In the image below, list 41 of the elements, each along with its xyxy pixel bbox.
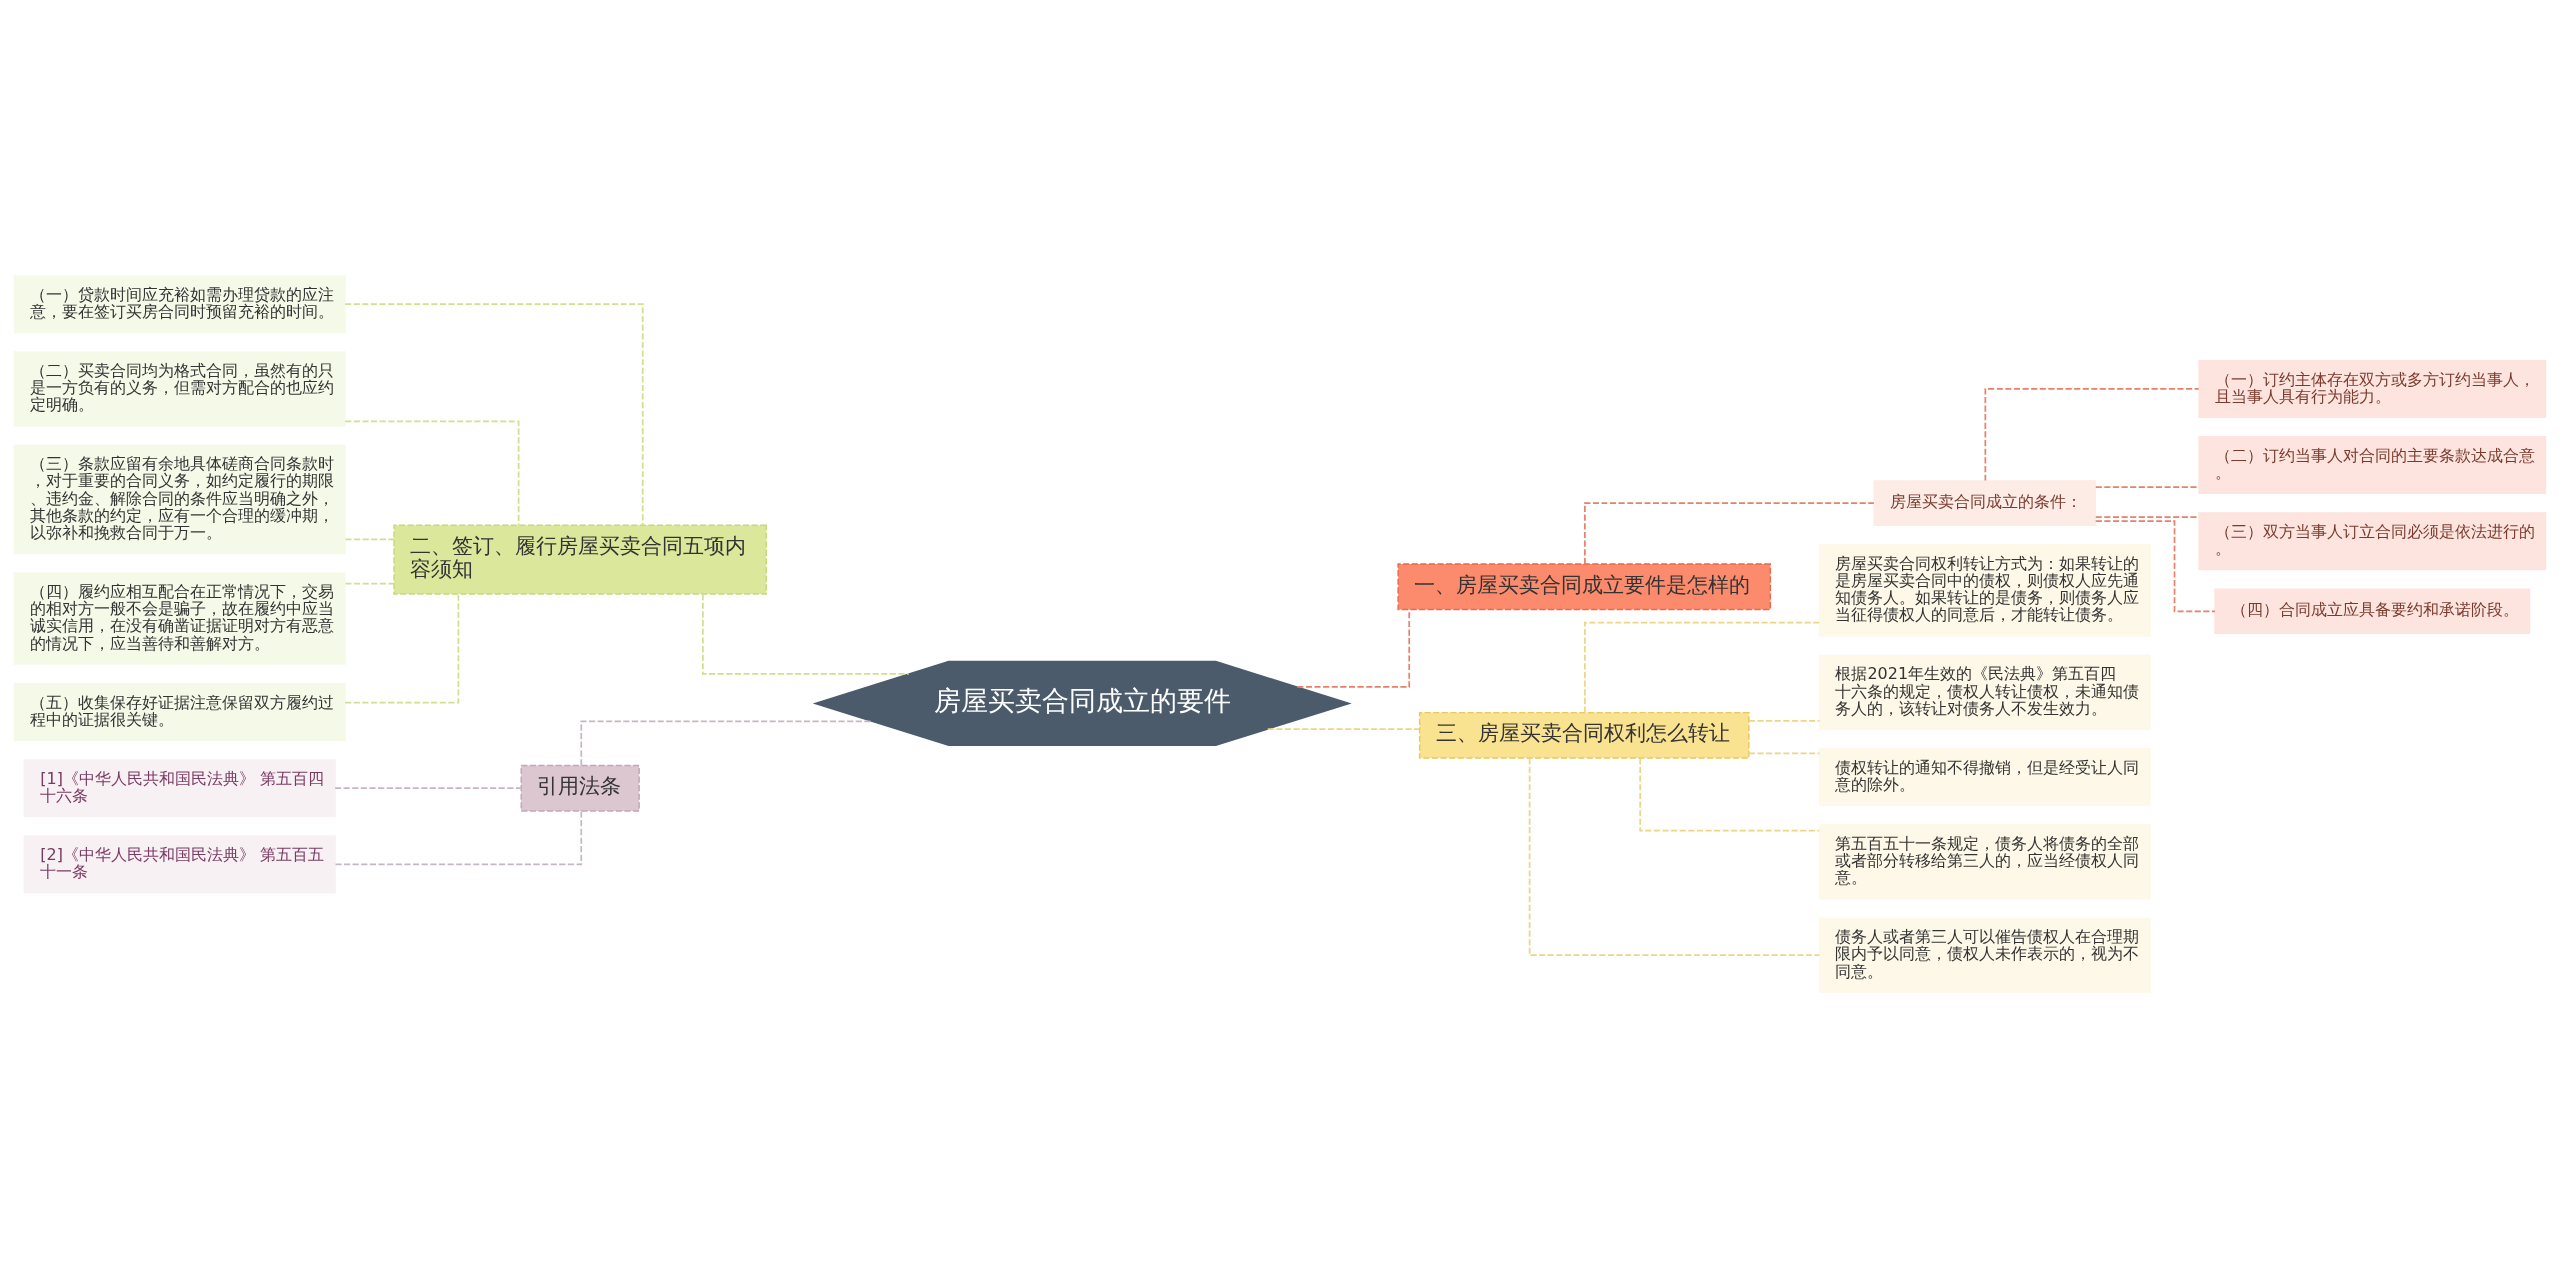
connector (344, 302, 644, 526)
node-box: （四）履约应相互配合在正常情况下，交易的相对方一般不会是骗子，故在履约中应当诚实信用，在没有确凿证据证明对方有恶意的情况下，应当善待和善解对方。 (13, 571, 346, 665)
connector (1528, 757, 1821, 956)
connector (334, 786, 522, 789)
node-box: 一、房屋买卖合同成立要件是怎样的 (1397, 562, 1772, 610)
connector (2094, 519, 2216, 612)
connector (702, 592, 910, 675)
node-box: 根据2021年生效的《民法典》第五百四十六条的规定，债权人转让债权，未通知债务人的，该转让对债务人不发生效力。 (1818, 654, 2151, 730)
node-box: （五）收集保存好证据注意保留双方履约过程中的证据很关键。 (13, 682, 346, 741)
connector (334, 809, 583, 865)
connector (2094, 485, 2200, 488)
node-box: 第五百五十一条规定，债务人将债务的全部或者部分转移给第三人的，应当经债权人同意。 (1818, 823, 2151, 899)
node-box: 债务人或者第三人可以催告债权人在合理期限内予以同意，债权人未作表示的，视为不同意。 (1818, 917, 2151, 993)
node-box: 房屋买卖合同权利转让方式为：如果转让的是房屋买卖合同中的债权，则债权人应先通知债务人。如果转让的是债务，则债务人应当征得债权人的同意后，才能转让债务。 (1818, 543, 2151, 637)
node-box: （三）条款应留有余地具体磋商合同条款时，对于重要的合同义务，如约定履行的期限、违约金、解除合同的条件应当明确之外，其他条款的约定，应有一个合理的缓冲期，以弥补和挽救合同于万一。 (13, 444, 346, 554)
connector (1748, 719, 1821, 722)
node-box: （一）订约主体存在双方或多方订约当事人，且当事人具有行为能力。 (2198, 359, 2547, 418)
connector (1584, 501, 1875, 565)
node-box: 债权转让的通知不得撤销，但是经受让人同意的除外。 (1818, 747, 2151, 806)
node-box: 三、房屋买卖合同权利怎么转让 (1418, 711, 1750, 759)
node-box: [1]《中华人民共和国民法典》 第五百四十六条 (23, 758, 336, 817)
node-box: （二）买卖合同均为格式合同，虽然有的只是一方负有的义务，但需对方配合的也应约定明确。 (13, 350, 346, 426)
node-box: 房屋买卖合同成立的条件： (1873, 479, 2097, 526)
node-box: 二、签订、履行房屋买卖合同五项内容须知 (393, 524, 767, 595)
node-box: 引用法条 (520, 764, 640, 812)
connector (1984, 387, 2200, 481)
node-box: （四）合同成立应具备要约和承诺阶段。 (2214, 587, 2531, 634)
connector (344, 420, 520, 526)
connector (344, 582, 395, 584)
node-box: [2]《中华人民共和国民法典》 第五百五十一条 (23, 834, 336, 893)
connector (1584, 621, 1821, 713)
connector (1639, 757, 1820, 831)
connector (1748, 752, 1821, 754)
node-box: （二）订约当事人对合同的主要条款达成合意。 (2198, 435, 2547, 494)
node-box: （一）贷款时间应充裕如需办理贷款的应注意，要在签订买房合同时预留充裕的时间。 (13, 274, 346, 333)
connector (344, 592, 460, 703)
node-box: （三）双方当事人订立合同必须是依法进行的。 (2198, 511, 2547, 570)
connector (344, 538, 395, 540)
connector (1296, 608, 1411, 688)
connector (1266, 727, 1421, 730)
connector (2094, 515, 2200, 518)
